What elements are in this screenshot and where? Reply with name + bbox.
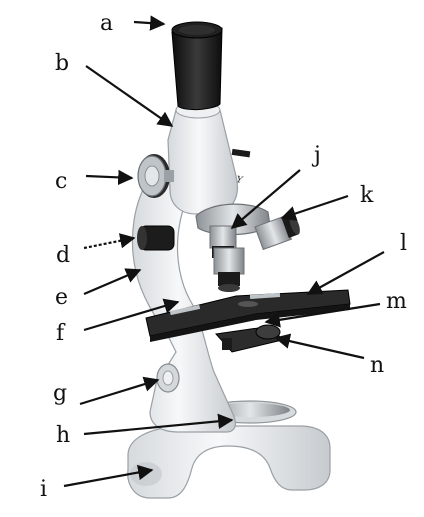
label-h: h [56,423,70,448]
label-n: n [370,353,384,378]
pointer-e [84,270,140,294]
pointer-b [86,66,172,126]
label-b: b [55,51,69,76]
brand-mark: Y [235,175,244,186]
label-a: a [100,11,113,36]
label-k: k [360,183,374,208]
base [128,426,330,498]
pointer-c [86,176,132,178]
label-d: d [56,243,70,268]
label-m: m [386,289,407,314]
side-knob [157,364,179,392]
diaphragm [216,325,282,352]
label-g: g [53,381,67,406]
pointer-d [84,238,134,248]
label-l: l [400,231,407,256]
label-e: e [55,285,68,310]
label-i: i [40,477,47,502]
fine-adjustment-knob [137,226,174,250]
label-f: f [56,321,66,346]
pointer-k [282,196,348,218]
body-tube: Y [168,102,250,214]
pointer-n [276,338,364,358]
eyepiece [172,22,222,110]
label-j: j [311,143,321,168]
label-c: c [55,169,67,194]
pointer-a [134,22,164,24]
pointer-l [308,252,384,294]
pointer-g [80,380,158,404]
